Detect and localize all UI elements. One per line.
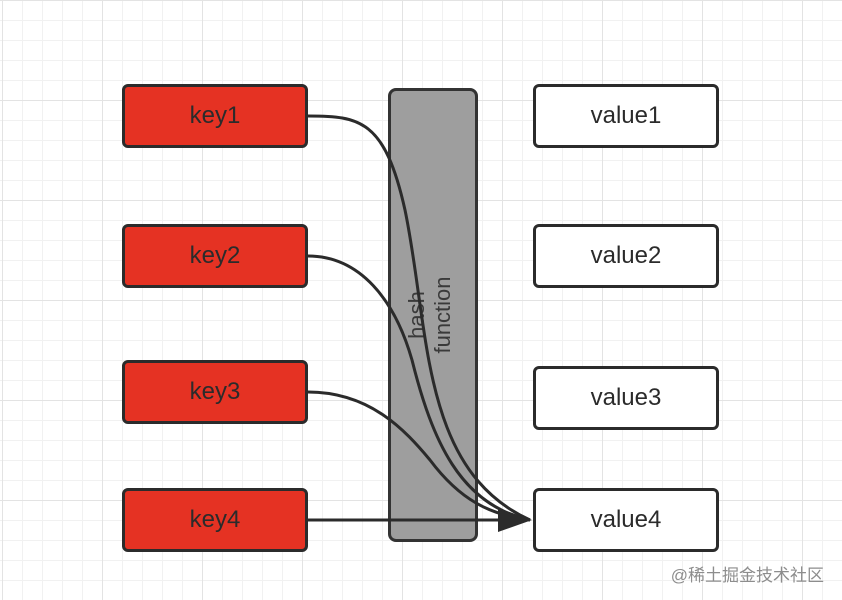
hash-function-box [388, 88, 478, 542]
value1-box: value1 [533, 84, 719, 148]
edge-key2-value4 [307, 254, 531, 522]
arrowhead-icon [498, 508, 532, 532]
value3-box: value3 [533, 366, 719, 430]
edge-key1-value4 [307, 114, 531, 522]
key3-box: key3 [122, 360, 308, 424]
key2-box: key2 [122, 224, 308, 288]
key1-box: key1 [122, 84, 308, 148]
key4-box: key4 [122, 488, 308, 552]
value2-box: value2 [533, 224, 719, 288]
edge-key3-value4 [307, 390, 531, 522]
value4-box: value4 [533, 488, 719, 552]
watermark: @稀土掘金技术社区 [670, 566, 824, 585]
